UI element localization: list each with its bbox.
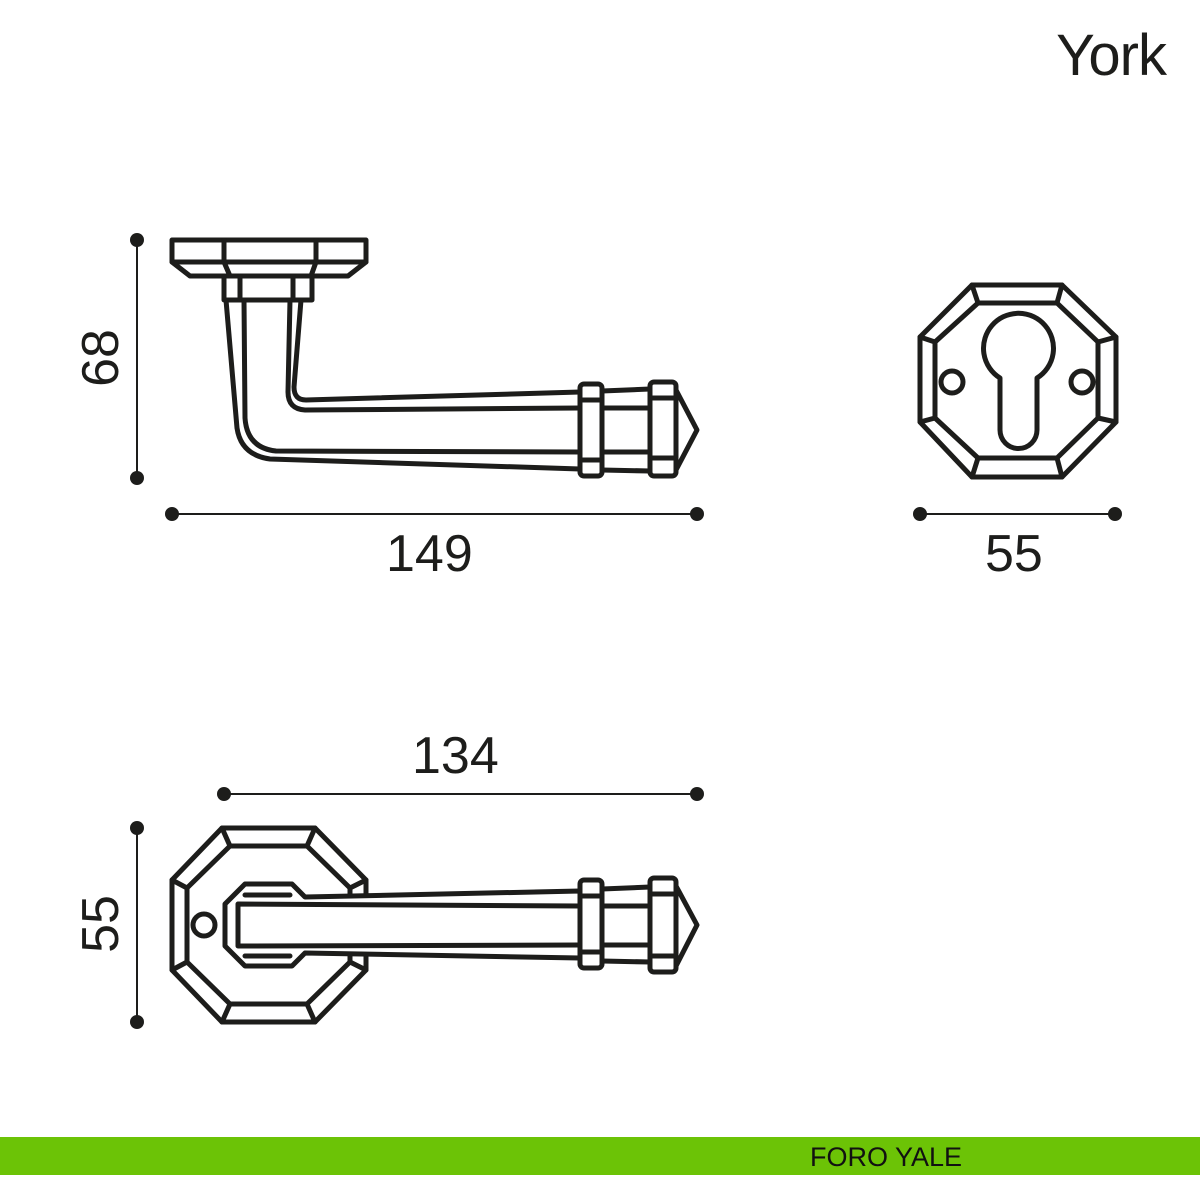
footer-label: FORO YALE	[810, 1142, 963, 1172]
rosette-width-label: 55	[985, 525, 1043, 583]
keyhole-rosette	[917, 282, 1119, 480]
side-height-label: 68	[71, 329, 130, 387]
side-length-label: 149	[386, 525, 473, 583]
top-length-label: 134	[412, 727, 499, 785]
model-name: York	[1056, 23, 1167, 88]
top-height-label: 55	[71, 895, 130, 953]
lever-top-view	[169, 825, 700, 1025]
lever-side-view	[169, 237, 700, 479]
footer-band: FORO YALE	[0, 1137, 1200, 1175]
dimension-lines	[130, 233, 1122, 1029]
